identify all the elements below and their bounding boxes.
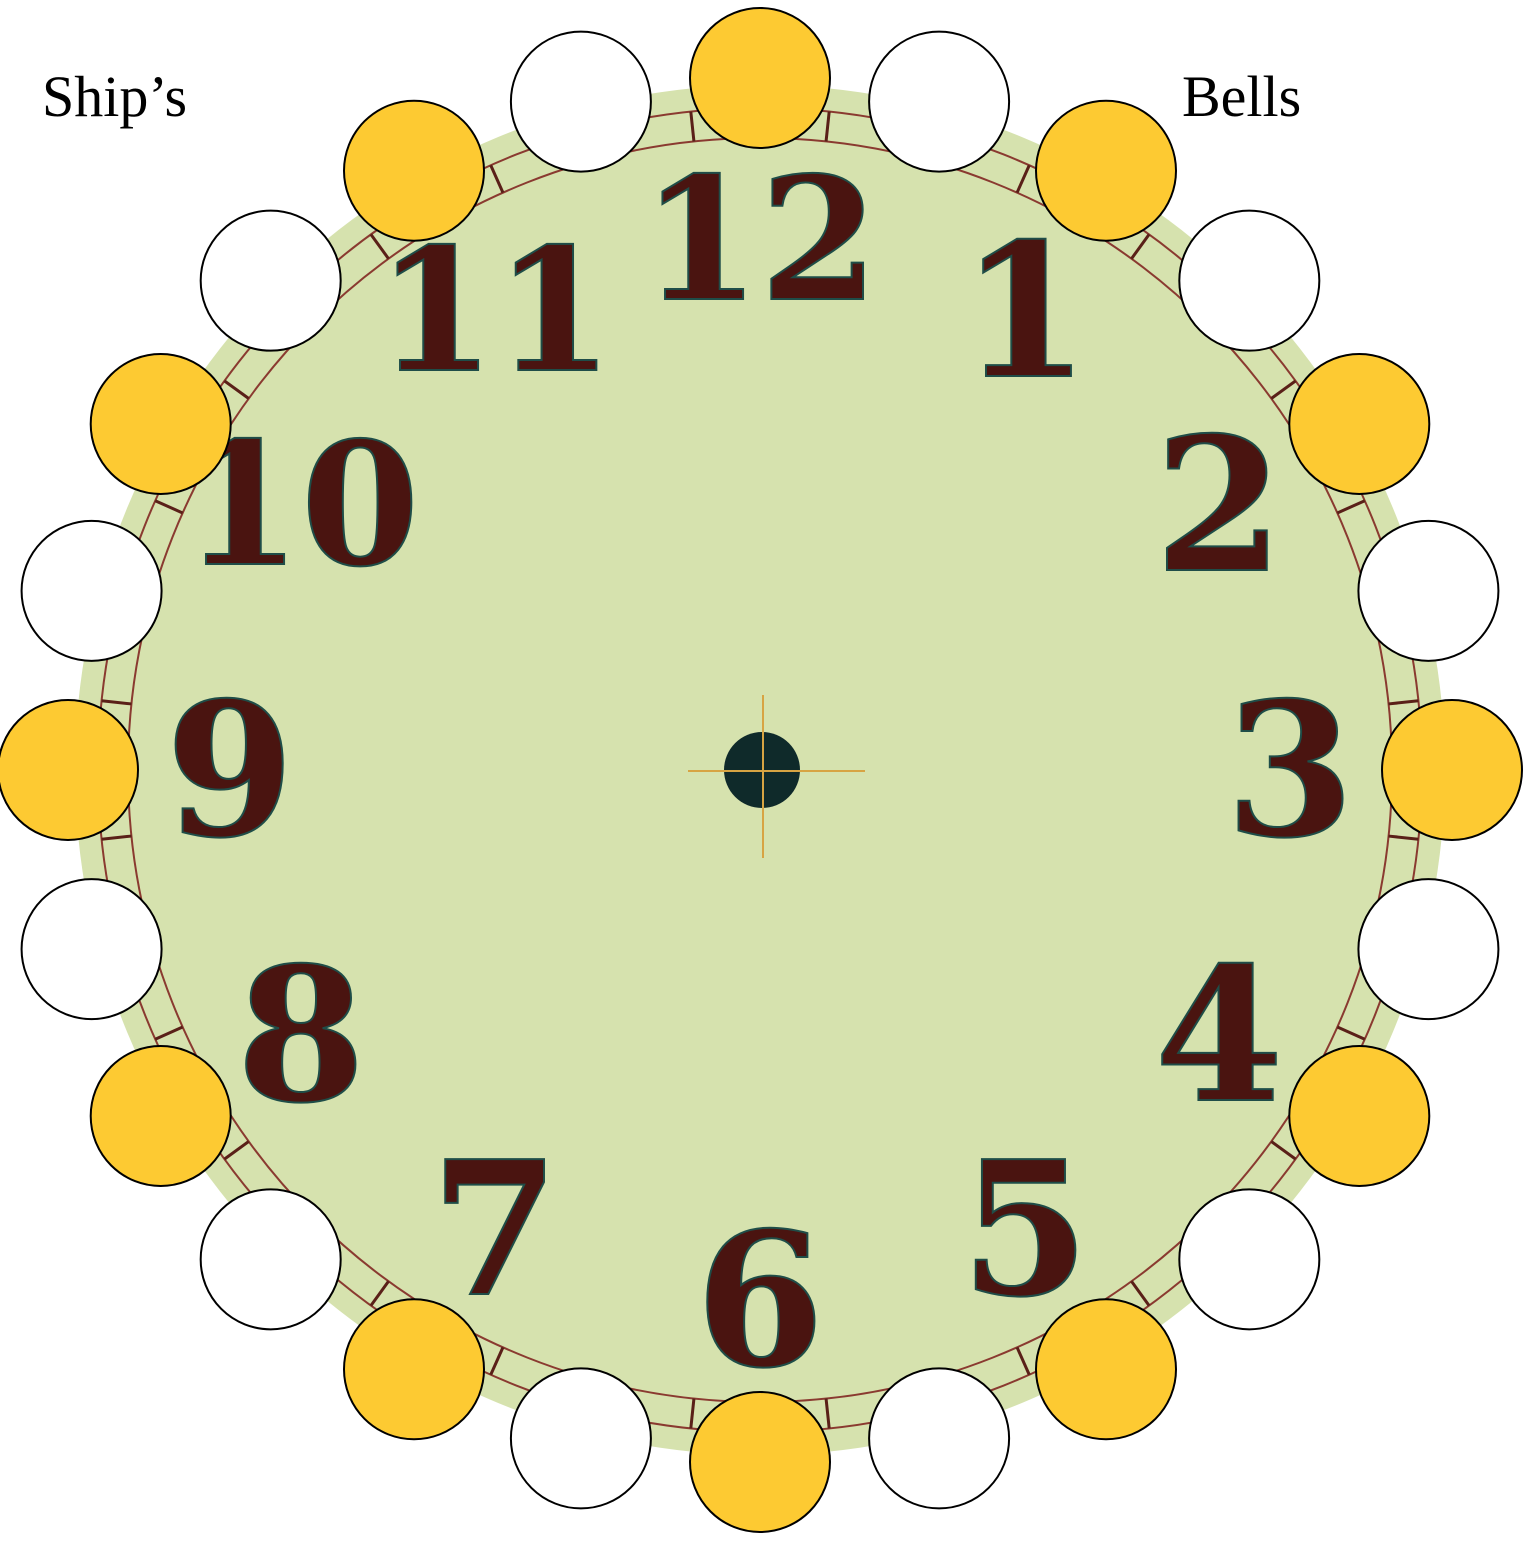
bell-marker-white bbox=[511, 1368, 651, 1508]
bell-marker-white bbox=[869, 32, 1009, 172]
bell-marker-white bbox=[1358, 879, 1498, 1019]
bell-marker-gold bbox=[690, 8, 830, 148]
numeral-4: 4 bbox=[1155, 926, 1284, 1144]
bell-marker-white bbox=[201, 1189, 341, 1329]
bell-marker-white bbox=[201, 211, 341, 351]
bell-marker-gold bbox=[91, 354, 231, 494]
bell-marker-gold bbox=[1289, 354, 1429, 494]
numeral-3: 3 bbox=[1226, 661, 1355, 879]
bell-marker-gold bbox=[1289, 1046, 1429, 1186]
numeral-7: 7 bbox=[431, 1120, 560, 1338]
numeral-8: 8 bbox=[237, 926, 366, 1144]
bell-marker-white bbox=[22, 879, 162, 1019]
bell-marker-gold bbox=[0, 700, 138, 840]
bell-marker-gold bbox=[1036, 101, 1176, 241]
bell-marker-gold bbox=[690, 1392, 830, 1532]
bell-marker-white bbox=[869, 1368, 1009, 1508]
numeral-2: 2 bbox=[1155, 396, 1284, 614]
bell-marker-gold bbox=[1382, 700, 1522, 840]
bell-marker-white bbox=[22, 521, 162, 661]
bell-marker-gold bbox=[91, 1046, 231, 1186]
bell-marker-white bbox=[1179, 211, 1319, 351]
bell-marker-gold bbox=[344, 101, 484, 241]
numeral-6: 6 bbox=[696, 1191, 825, 1409]
bell-marker-white bbox=[511, 32, 651, 172]
numeral-9: 9 bbox=[166, 661, 295, 879]
numeral-1: 1 bbox=[961, 202, 1090, 420]
numeral-12: 12 bbox=[642, 140, 879, 340]
bell-marker-white bbox=[1179, 1189, 1319, 1329]
bell-marker-white bbox=[1358, 521, 1498, 661]
numeral-5: 5 bbox=[961, 1120, 1090, 1338]
bell-marker-gold bbox=[344, 1299, 484, 1439]
bell-marker-gold bbox=[1036, 1299, 1176, 1439]
